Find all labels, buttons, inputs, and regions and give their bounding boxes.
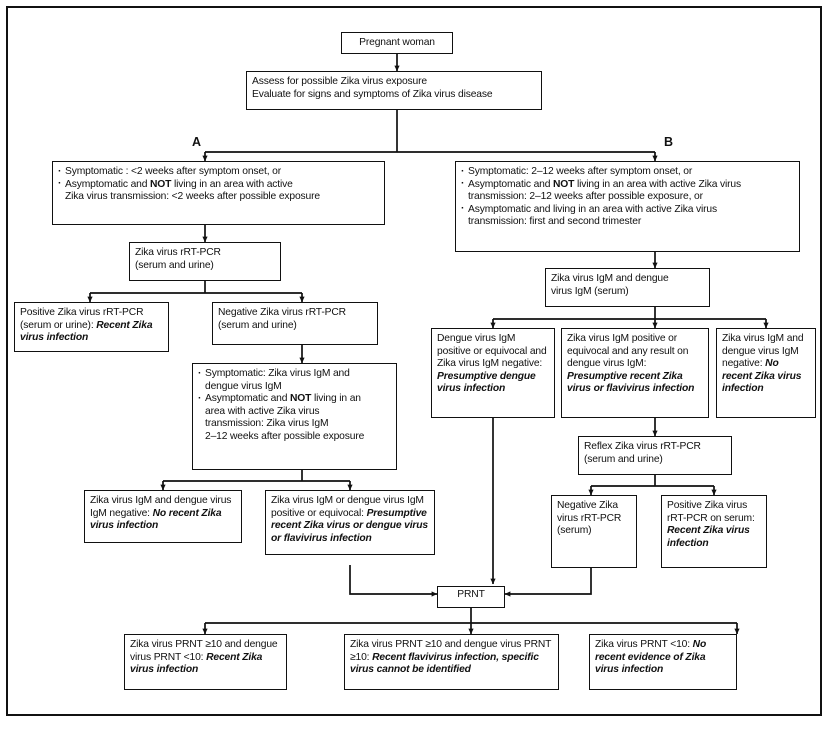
prnt-result-flavivirus-text: Zika virus PRNT ≥10 and dengue virus PRN… bbox=[350, 639, 552, 663]
branch-b-bullet-2: Asymptomatic and NOT living in an area w… bbox=[461, 178, 794, 204]
node-igm-both-negative[interactable]: Zika virus IgM and dengue virus IgM nega… bbox=[84, 490, 242, 543]
zika-positive-result: Presumptive recent Zika virus or flavivi… bbox=[567, 370, 695, 395]
dengue-positive-text: Dengue virus IgM positive or equivocal a… bbox=[437, 333, 547, 370]
zika-positive-text: Zika virus IgM positive or equivocal and… bbox=[567, 333, 689, 370]
node-prnt-result-zika[interactable]: Zika virus PRNT ≥10 and dengue virus PRN… bbox=[124, 634, 287, 690]
node-igm-positive-equivocal[interactable]: Zika virus IgM or dengue virus IgM posit… bbox=[265, 490, 435, 555]
node-prnt[interactable]: PRNT bbox=[437, 586, 505, 608]
reflex-negative-line-2: virus rRT-PCR bbox=[557, 512, 622, 524]
positive-rtpcr-text: Positive Zika virus rRT-PCR (serum or ur… bbox=[20, 307, 144, 331]
reflex-positive-result: Recent Zika virus infection bbox=[667, 525, 750, 549]
both-negative-result: No recent Zika virus infection bbox=[722, 358, 802, 395]
igm-serum-line-1: Zika virus IgM and dengue bbox=[551, 273, 669, 284]
zika-rtpcr-line-2: (serum and urine) bbox=[135, 259, 214, 271]
both-negative-text: Zika virus IgM and dengue virus IgM nega… bbox=[722, 333, 804, 370]
assess-line-2: Evaluate for signs and symptoms of Zika … bbox=[252, 88, 493, 100]
node-prnt-result-flavivirus[interactable]: Zika virus PRNT ≥10 and dengue virus PRN… bbox=[344, 634, 559, 690]
igm-serum-line-2: virus IgM (serum) bbox=[551, 285, 629, 297]
node-pregnant-woman-label: Pregnant woman bbox=[359, 37, 435, 48]
node-reflex-negative[interactable]: Negative Zika virus rRT-PCR (serum) bbox=[551, 495, 637, 568]
node-branch-b-criteria[interactable]: Symptomatic: 2–12 weeks after symptom on… bbox=[455, 161, 800, 252]
prnt-result-none-text: Zika virus PRNT <10: bbox=[595, 639, 693, 650]
prnt-label: PRNT bbox=[457, 589, 485, 600]
node-zika-positive[interactable]: Zika virus IgM positive or equivocal and… bbox=[561, 328, 709, 418]
reflex-line-1: Reflex Zika virus rRT-PCR bbox=[584, 441, 701, 452]
reflex-negative-line-1: Negative Zika bbox=[557, 500, 619, 511]
branch-label-b: B bbox=[664, 135, 674, 149]
node-reflex-rtpcr[interactable]: Reflex Zika virus rRT-PCR (serum and uri… bbox=[578, 436, 732, 475]
negative-rtpcr-line-2: (serum and urine) bbox=[218, 319, 297, 331]
zika-rtpcr-line-1: Zika virus rRT-PCR bbox=[135, 247, 221, 258]
prnt-result-none-result: No recent evidence of Zika virus infecti… bbox=[595, 639, 707, 676]
reflex-line-2: (serum and urine) bbox=[584, 453, 663, 465]
igm-positive-result: Presumptive recent Zika virus or dengue … bbox=[271, 507, 428, 544]
node-assess-exposure[interactable]: Assess for possible Zika virus exposure … bbox=[246, 71, 542, 110]
negative-rtpcr-line-1: Negative Zika virus rRT-PCR bbox=[218, 307, 346, 318]
prnt-result-zika-result: Recent Zika virus infection bbox=[130, 651, 263, 676]
positive-rtpcr-result: Recent Zika virus infection bbox=[20, 319, 153, 344]
node-reflex-positive[interactable]: Positive Zika virus rRT-PCR on serum: Re… bbox=[661, 495, 767, 568]
branch-a-bullet-1: Symptomatic : <2 weeks after symptom ons… bbox=[58, 166, 379, 179]
node-positive-rtpcr[interactable]: Positive Zika virus rRT-PCR (serum or ur… bbox=[14, 302, 169, 352]
prnt-result-zika-text: Zika virus PRNT ≥10 and dengue virus PRN… bbox=[130, 639, 278, 663]
node-dengue-positive[interactable]: Dengue virus IgM positive or equivocal a… bbox=[431, 328, 555, 418]
igm-both-negative-text: Zika virus IgM and dengue virus IgM nega… bbox=[90, 495, 232, 519]
prnt-result-flavivirus-result: Recent flavivirus infection, specific vi… bbox=[350, 651, 539, 676]
reflex-negative-line-3: (serum) bbox=[557, 525, 592, 537]
figure-outer-border bbox=[6, 6, 822, 716]
reflex-positive-text: Positive Zika virus rRT-PCR on serum: bbox=[667, 500, 755, 524]
node-pregnant-woman[interactable]: Pregnant woman bbox=[341, 32, 453, 54]
node-zika-rtpcr[interactable]: Zika virus rRT-PCR (serum and urine) bbox=[129, 242, 281, 281]
branch-a-bullet-2: Asymptomatic and NOT living in an area w… bbox=[58, 178, 379, 204]
dengue-positive-result: Presumptive dengue virus infection bbox=[437, 370, 536, 395]
branch-label-a: A bbox=[192, 135, 202, 149]
node-prnt-result-none[interactable]: Zika virus PRNT <10: No recent evidence … bbox=[589, 634, 737, 690]
branch-b-bullet-3: Asymptomatic and living in an area with … bbox=[461, 203, 794, 229]
assess-line-1: Assess for possible Zika virus exposure bbox=[252, 76, 427, 87]
igm-positive-text: Zika virus IgM or dengue virus IgM posit… bbox=[271, 495, 424, 519]
igm-both-negative-result: No recent Zika virus infection bbox=[90, 507, 222, 532]
node-igm-serum[interactable]: Zika virus IgM and dengue virus IgM (ser… bbox=[545, 268, 710, 307]
node-negative-rtpcr[interactable]: Negative Zika virus rRT-PCR (serum and u… bbox=[212, 302, 378, 345]
node-both-igm-negative[interactable]: Zika virus IgM and dengue virus IgM nega… bbox=[716, 328, 816, 418]
node-branch-a-criteria[interactable]: Symptomatic : <2 weeks after symptom ons… bbox=[52, 161, 385, 225]
branch-b-bullet-1: Symptomatic: 2–12 weeks after symptom on… bbox=[461, 166, 794, 179]
